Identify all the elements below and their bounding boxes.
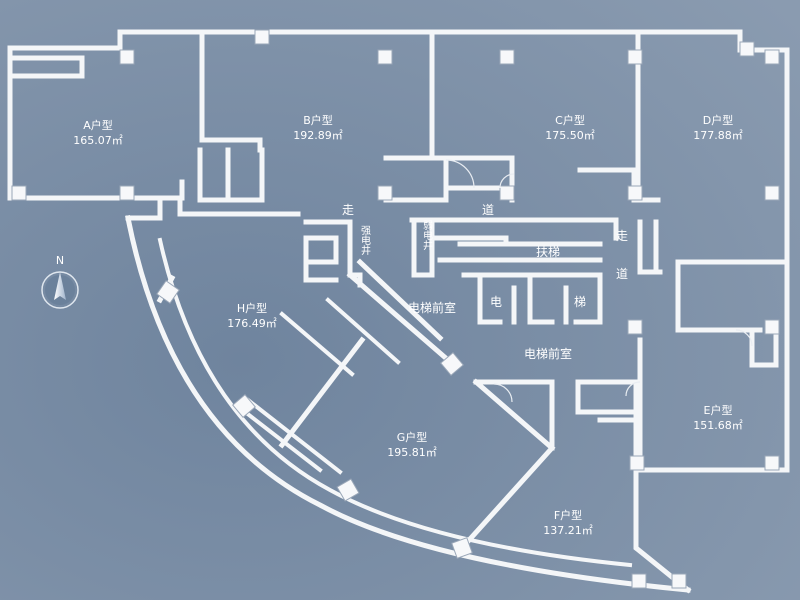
column [440, 352, 464, 376]
column [451, 537, 473, 559]
column [336, 478, 360, 502]
weak-current-well-label: 弱电井 [421, 220, 433, 251]
columns [11, 29, 780, 589]
unit-labels: A户型 165.07㎡ B户型 192.89㎡ C户型 175.50㎡ D户型 … [73, 113, 743, 537]
column [629, 455, 645, 471]
column [119, 185, 135, 201]
column [254, 29, 270, 45]
column [764, 455, 780, 471]
corridor-v-label-2: 道 [616, 267, 628, 281]
elevator-lobby-label-1: 电梯前室 [408, 300, 456, 315]
compass-icon: N [41, 254, 79, 309]
column [627, 49, 643, 65]
compass-north-letter: N [56, 254, 64, 267]
column [764, 319, 780, 335]
escalator-label: 扶梯 [536, 244, 560, 259]
unit-b-walls [125, 29, 301, 221]
column [377, 49, 393, 65]
column [631, 573, 647, 589]
unit-h-area: 176.49㎡ [227, 317, 277, 330]
column [764, 185, 780, 201]
strong-current-well-label: 强电井 [359, 225, 371, 256]
unit-c-area: 175.50㎡ [545, 129, 595, 142]
column [156, 280, 180, 304]
corridor-v-label-1: 走 [616, 229, 628, 243]
unit-d-label: D户型 [703, 113, 733, 127]
column [119, 49, 135, 65]
door-swings [445, 159, 753, 403]
unit-b-label: B户型 [303, 113, 333, 127]
unit-d-walls [635, 29, 790, 333]
unit-g-label: G户型 [397, 430, 428, 444]
hg-walls [156, 274, 556, 552]
elevator-label-2: 梯 [574, 295, 586, 309]
column [499, 49, 515, 65]
column [232, 394, 256, 418]
column [627, 319, 643, 335]
unit-a-label: A户型 [83, 118, 113, 132]
core-labels: 走 道 走 道 强电井 弱电井 扶梯 电 梯 电梯前室 电梯前室 [342, 203, 628, 361]
unit-f-area: 137.21㎡ [543, 524, 593, 537]
elevator-lobby-label-2: 电梯前室 [524, 346, 572, 361]
outer-walls [7, 29, 790, 594]
unit-b-area: 192.89㎡ [293, 129, 343, 142]
unit-e-area: 151.68㎡ [693, 419, 743, 432]
unit-g-area: 195.81㎡ [387, 446, 437, 459]
unit-f-label: F户型 [554, 508, 582, 522]
column [499, 185, 515, 201]
elevator-label-1: 电 [490, 295, 502, 309]
unit-a-area: 165.07㎡ [73, 134, 123, 147]
column [11, 185, 27, 201]
unit-h-label: H户型 [237, 301, 267, 315]
corridor-label-1: 走 [342, 203, 354, 217]
unit-e-label: E户型 [704, 403, 733, 417]
unit-d-area: 177.88㎡ [693, 129, 743, 142]
column [377, 185, 393, 201]
column [627, 185, 643, 201]
corridor-label-2: 道 [482, 203, 494, 217]
column [739, 41, 755, 57]
unit-a-walls [11, 55, 185, 201]
column [764, 49, 780, 65]
unit-c-label: C户型 [555, 113, 585, 127]
column [671, 573, 687, 589]
